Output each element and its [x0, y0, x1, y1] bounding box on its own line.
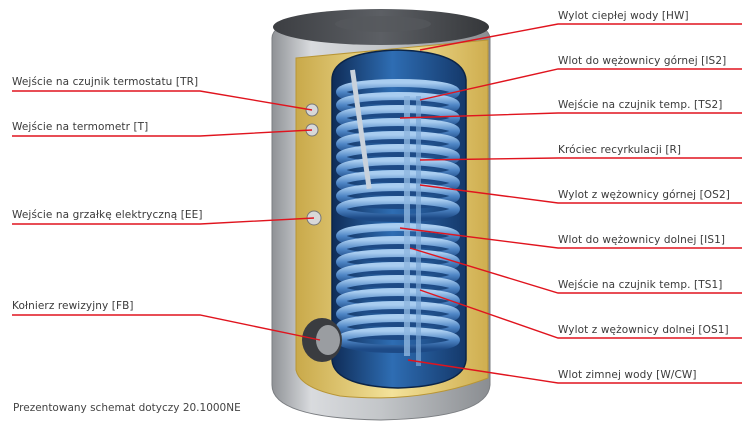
coil-turn — [336, 314, 460, 340]
label-cold-water-inlet: Wlot zimnej wody [W/CW] — [558, 369, 697, 381]
coil-turn — [336, 144, 460, 170]
leader-electric-heater — [12, 217, 315, 225]
leader-right-8 — [419, 289, 742, 339]
coil-turn — [336, 157, 460, 183]
coil-turn — [336, 196, 460, 222]
label-inspection-flange: Kołnierz rewizyjny [FB] — [12, 300, 134, 312]
coil-turn — [336, 288, 460, 314]
leader-right-5 — [419, 184, 742, 204]
heat-exchanger-coils — [336, 79, 460, 353]
coil-turn — [336, 223, 460, 249]
label-lower-coil-inlet: Wlot do wężownicy dolnej [IS1] — [558, 234, 726, 246]
coil-turn — [336, 301, 460, 327]
leader-right-7 — [409, 247, 742, 294]
label-temp-sensor-ts1: Wejście na czujnik temp. [TS1] — [558, 279, 723, 291]
coil-turn — [336, 131, 460, 157]
coil-turn — [336, 92, 460, 118]
label-thermometer-inlet: Wejście na termometr [T] — [12, 121, 149, 133]
leader-right-3 — [399, 112, 742, 119]
caption: Prezentowany schemat dotyczy 20.1000NE — [13, 402, 241, 414]
coil-turn — [336, 275, 460, 301]
coil-turn — [336, 183, 460, 209]
leader-right-6 — [399, 227, 742, 249]
coil-turn — [336, 262, 460, 288]
label-thermostat-sensor-inlet: Wejście na czujnik termostatu [TR] — [12, 76, 199, 88]
label-hot-water-outlet: Wylot ciepłej wody [HW] — [558, 10, 689, 22]
leader-thermometer — [12, 129, 313, 137]
label-temp-sensor-ts2: Wejście na czujnik temp. [TS2] — [558, 99, 723, 111]
leader-right-4 — [419, 157, 742, 161]
coil-turn — [336, 236, 460, 262]
coil-turn — [336, 170, 460, 196]
coil-turn — [336, 118, 460, 144]
label-recirculation-port: Króciec recyrkulacji [R] — [558, 144, 682, 156]
leader-thermostat-sensor — [12, 90, 313, 111]
label-electric-heater-inlet: Wejście na grzałkę elektryczną [EE] — [12, 209, 203, 221]
label-upper-coil-outlet: Wylot z wężownicy górnej [OS2] — [558, 189, 730, 201]
leader-lines — [12, 23, 742, 384]
label-lower-coil-outlet: Wylot z wężownicy dolnej [OS1] — [558, 324, 729, 336]
label-upper-coil-inlet: Wlot do wężownicy górnej [IS2] — [558, 55, 727, 67]
leader-right-1 — [419, 23, 742, 51]
coil-turn — [336, 105, 460, 131]
leader-right-9 — [407, 359, 742, 384]
side-connections — [302, 103, 342, 362]
leader-right-2 — [419, 68, 742, 101]
leader-inspection-flange — [12, 314, 321, 341]
